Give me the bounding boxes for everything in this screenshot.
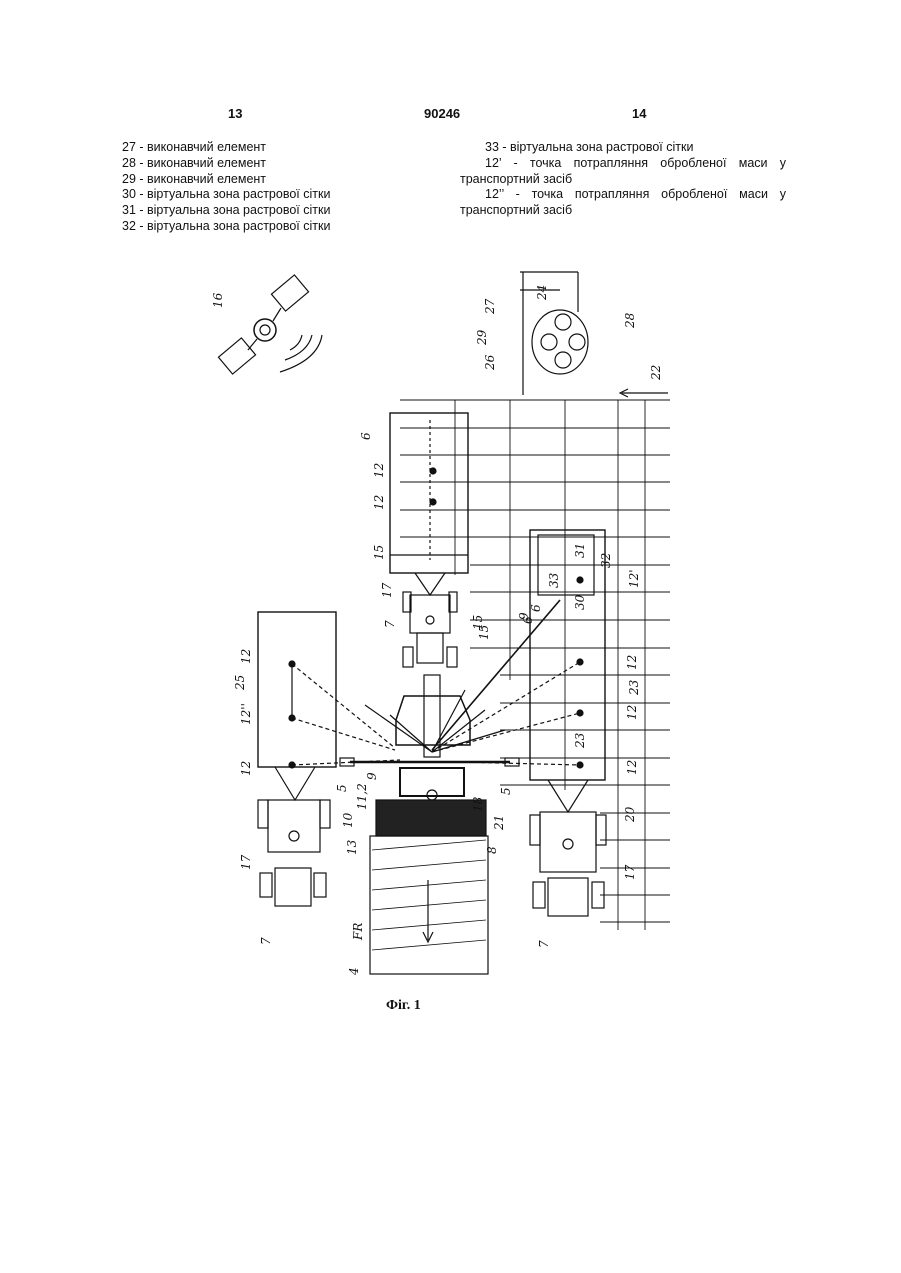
- figure-label: 6: [359, 432, 373, 440]
- figure-label: 12'': [239, 703, 253, 725]
- figure-label: 32: [599, 553, 613, 568]
- figure-label: 15: [372, 545, 386, 560]
- figure-label: 26: [483, 354, 497, 371]
- figure-caption: Фіг. 1: [386, 998, 421, 1014]
- figure-label: 10: [341, 812, 355, 828]
- figure-label: 12: [372, 495, 386, 510]
- figure-label: 17: [623, 864, 637, 880]
- figure-label: 9: [365, 772, 379, 780]
- satellite-icon: [218, 275, 322, 374]
- figure-label: 15: [471, 615, 485, 630]
- figure-label: 23: [573, 732, 587, 749]
- figure-label: 8: [485, 846, 499, 854]
- figure-label: 12: [239, 761, 253, 776]
- figure-label: 18: [471, 796, 485, 812]
- figure-label: 7: [259, 937, 273, 945]
- figure-label: 31: [573, 543, 587, 558]
- figure-label: 17: [239, 854, 253, 870]
- figure-label: 33: [547, 572, 561, 588]
- figure-label: 16: [211, 292, 225, 308]
- figure-label: 17: [380, 582, 394, 598]
- figure-label: 12: [625, 760, 639, 775]
- figure-label: 20: [623, 806, 637, 823]
- figure-label: 28: [623, 312, 637, 329]
- figure-label: 6: [529, 604, 543, 612]
- transport-vehicle-top: [390, 413, 468, 667]
- figure-label: 6: [521, 616, 535, 624]
- figure-label: 12: [372, 463, 386, 478]
- figure-label: 12': [627, 569, 641, 588]
- figure-label: 7: [537, 940, 551, 948]
- figure-label: 25: [233, 675, 247, 691]
- figure-label: 30: [573, 594, 587, 610]
- arrow-icon: [620, 389, 668, 397]
- figure-label: 29: [475, 329, 489, 346]
- figure-label: 12: [625, 655, 639, 670]
- transport-vehicle-left: [258, 612, 400, 906]
- figure-label: 7: [383, 620, 397, 628]
- figure-label: 21: [492, 815, 506, 831]
- figure-label: 27: [483, 298, 497, 315]
- figure-label: 12: [625, 705, 639, 720]
- figure-label: 13: [345, 839, 359, 855]
- figure-label: 23: [627, 679, 641, 696]
- figure-label: 24: [535, 285, 549, 301]
- figure-label: 12: [239, 649, 253, 664]
- control-panel: [520, 272, 588, 395]
- figure-label: 22: [649, 365, 663, 381]
- transport-vehicle-right: [432, 530, 606, 916]
- figure-label: 5: [499, 787, 513, 795]
- figure-label: 11,2: [355, 783, 369, 810]
- figure-label: FR: [351, 923, 365, 941]
- figure-label: 5: [335, 784, 349, 792]
- figure-label: 4: [347, 967, 361, 976]
